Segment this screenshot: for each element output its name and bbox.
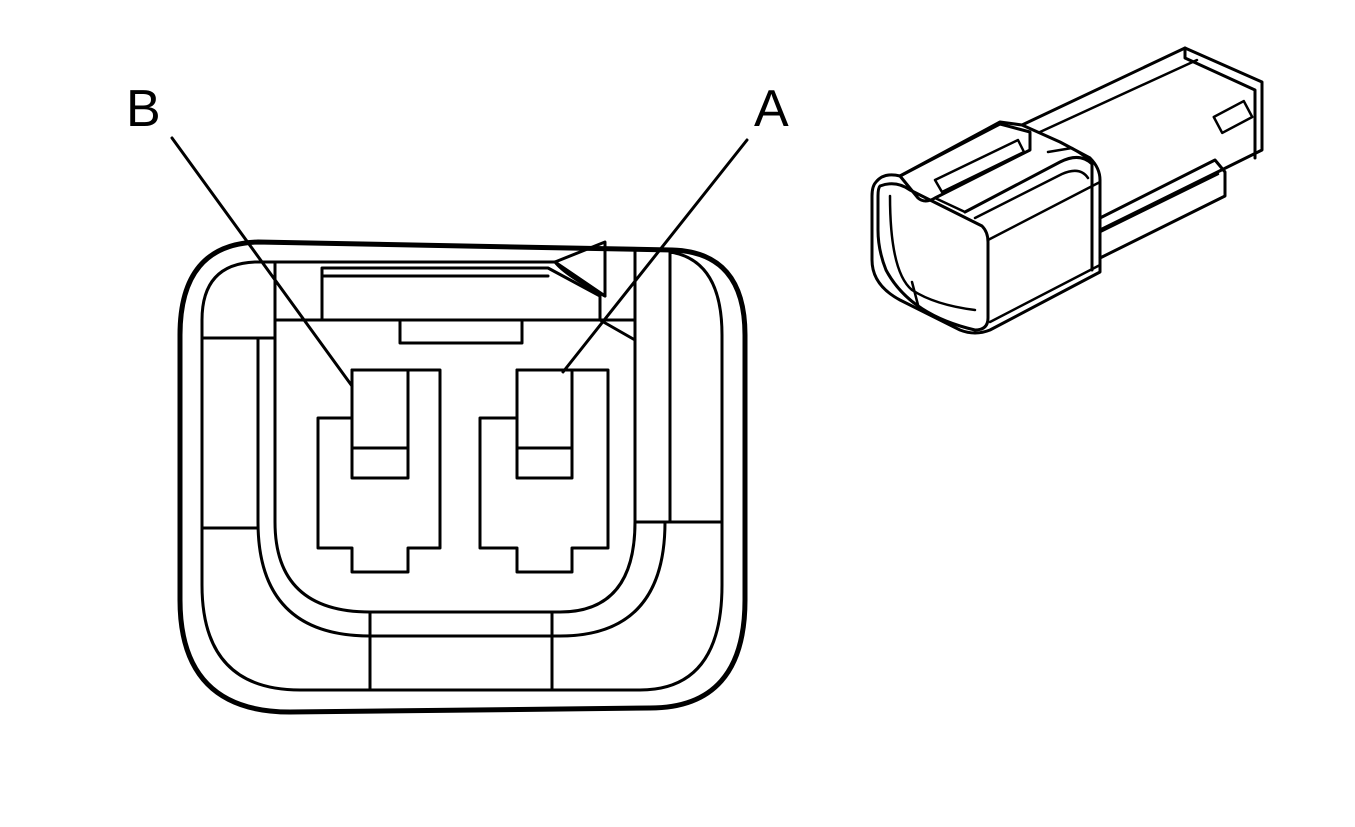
inner-cavity: [273, 318, 637, 614]
front-face-notch: [910, 280, 920, 307]
housing-bottom: [988, 263, 1102, 324]
inner-shell-ring-right: [668, 250, 724, 524]
top-latch-slot: [933, 138, 1026, 194]
front-face: [876, 182, 990, 332]
top-latch-edge: [933, 196, 967, 214]
side-rib-line: [1098, 172, 1220, 234]
latch-tab: [1046, 146, 1092, 162]
rear-body-edge: [1038, 58, 1199, 134]
latch-wing-inner: [973, 169, 1090, 220]
housing-corner: [986, 180, 1102, 242]
top-latch: [898, 122, 1032, 203]
right-rail-diag: [598, 318, 637, 342]
pin-label-a: A: [754, 80, 789, 138]
inner-shell-bottom: [200, 336, 724, 692]
rear-body: [1020, 46, 1264, 232]
rear-latch-window: [1212, 99, 1254, 135]
terminal-cavity-a: [478, 368, 610, 574]
side-rib: [1098, 158, 1227, 260]
latch-wing: [963, 156, 1094, 272]
inner-shell-ring: [200, 260, 277, 340]
latch-ramp: [273, 240, 607, 298]
leader-line-b: [170, 136, 354, 388]
terminal-cavity-b: [316, 368, 442, 574]
leader-line-a: [561, 138, 749, 374]
front-housing: [870, 120, 1102, 335]
pin-label-b: B: [126, 80, 161, 138]
front-face-inner: [888, 194, 977, 312]
rear-body-top: [1183, 46, 1257, 160]
connector-isometric-view: [870, 46, 1264, 335]
latch-ramp-tip: [553, 260, 607, 298]
latch-bar: [320, 266, 602, 322]
connector-face-view: B A: [126, 80, 789, 715]
outer-shell: [177, 239, 748, 715]
